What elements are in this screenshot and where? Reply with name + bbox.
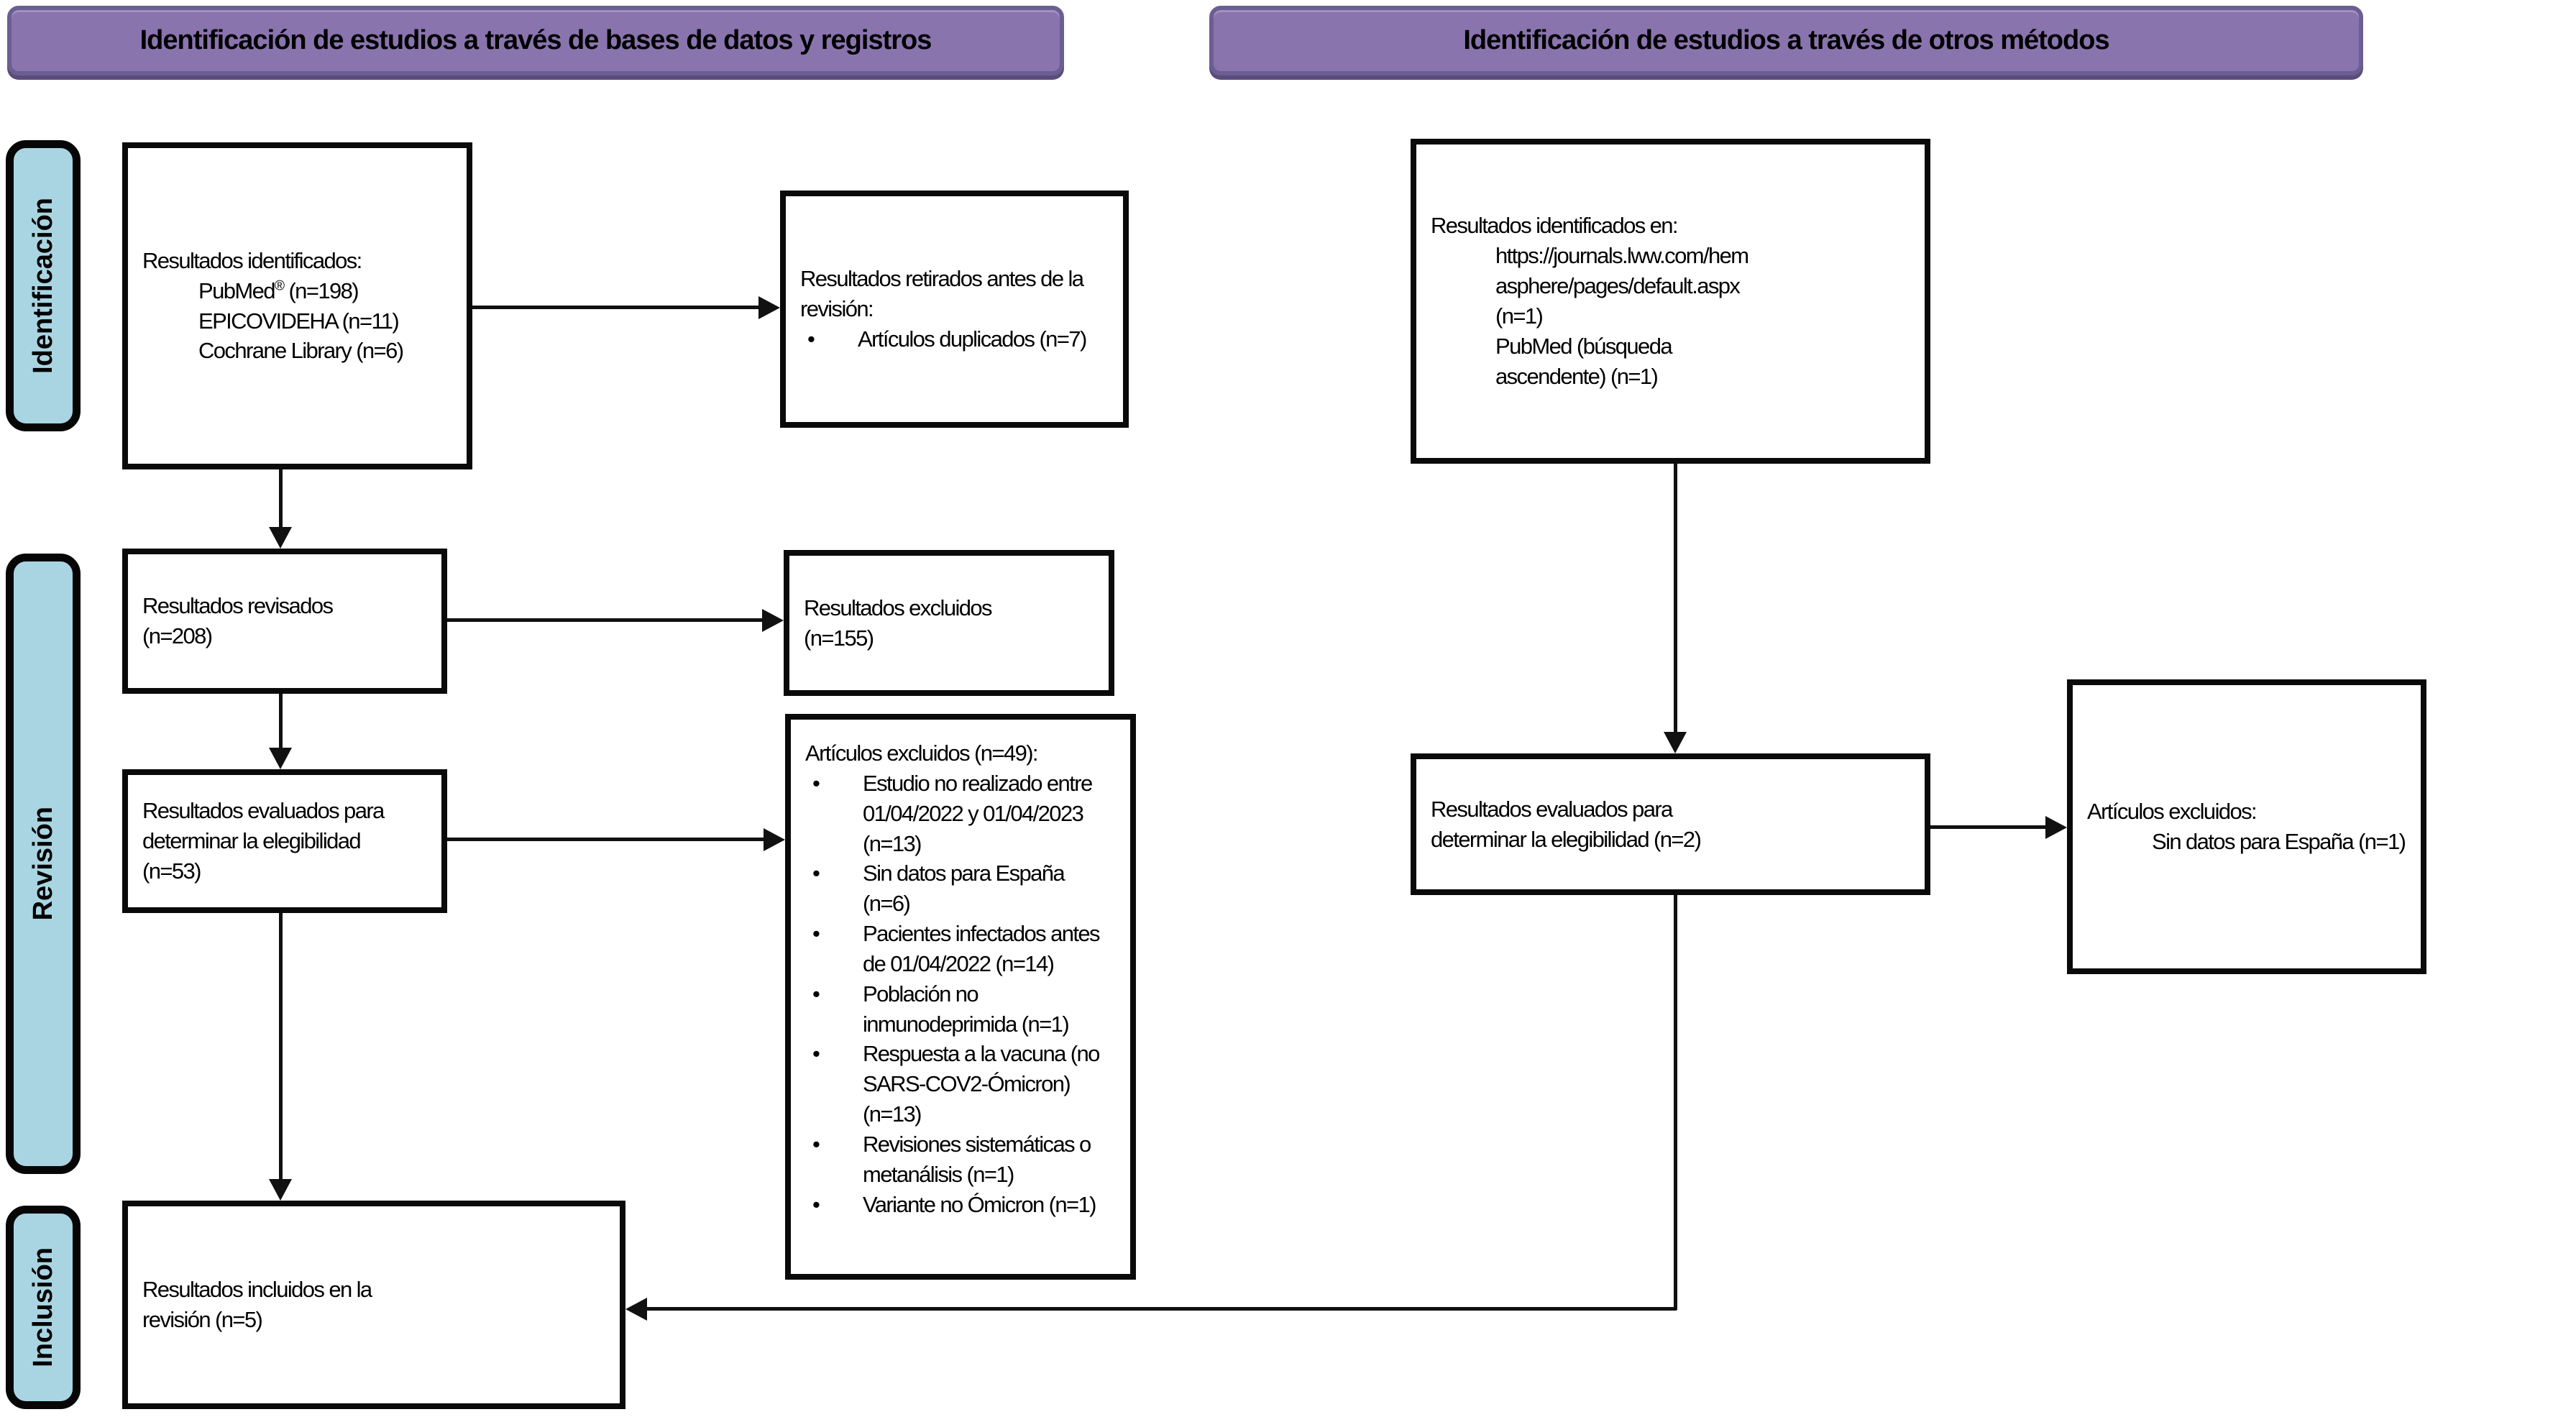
bullet-marker: •	[812, 981, 820, 1006]
arrow-other-assessed-to-excluded-line	[1930, 825, 2045, 829]
arrow-assessed-to-included-head	[269, 1179, 292, 1201]
arrow-other-assessed-to-included-head	[625, 1298, 647, 1321]
box-identified-databases-epicovideha: EPICOVIDEHA (n=11)	[198, 308, 400, 334]
pubmed-label: PubMed	[198, 278, 275, 303]
stage-inclusion: Inclusión	[6, 1206, 81, 1409]
arrow-other-assessed-to-included-vertical	[1674, 895, 1677, 1310]
box-identified-databases: Resultados identificados: PubMed® (n=198…	[122, 142, 472, 469]
box-assessed-other: Resultados evaluados para determinar la …	[1411, 753, 1930, 895]
excluded-reason-row: • Pacientes infectados antes de 01/04/20…	[805, 919, 1116, 979]
arrow-identified-to-removed-line	[472, 306, 758, 309]
box-assessed-other-line1: Resultados evaluados para	[1431, 796, 1673, 822]
box-removed-item-text: Artículos duplicados (n=7)	[858, 326, 1087, 352]
box-included: Resultados incluidos en la revisión (n=5…	[122, 1201, 625, 1409]
arrow-screened-to-excluded-line	[447, 618, 762, 622]
box-screened: Resultados revisados (n=208)	[122, 549, 447, 694]
pubmed-count: (n=198)	[283, 278, 359, 303]
arrow-screened-to-assessed-line	[279, 694, 283, 749]
bullet-marker: •	[812, 1041, 820, 1067]
box-included-line1: Resultados incluidos en la	[142, 1277, 372, 1303]
box-identified-databases-pubmed: PubMed® (n=198)	[142, 276, 452, 306]
arrow-identified-to-screened-line	[279, 469, 283, 528]
bullet-marker: •	[812, 861, 820, 886]
excluded-reason-text: Revisiones sistemáticas o metanálisis (n…	[863, 1131, 1091, 1187]
arrow-identified-to-removed-head	[758, 296, 780, 319]
box-identified-other-title: Resultados identificados en:	[1431, 213, 1679, 239]
box-excluded-other-title: Artículos excluidos:	[2087, 799, 2258, 825]
arrow-other-identified-to-assessed-head	[1664, 732, 1687, 753]
box-excluded-screening-line1: Resultados excluidos	[804, 595, 993, 620]
box-identified-other: Resultados identificados en: https://jou…	[1411, 139, 1930, 464]
excluded-reason-row: • Variante no Ómicron (n=1)	[805, 1190, 1116, 1220]
box-assessed-databases-line2: determinar la elegibilidad	[142, 828, 362, 854]
arrow-assessed-to-included-line	[279, 913, 283, 1180]
excluded-reason-text: Sin datos para España (n=6)	[863, 861, 1065, 917]
box-included-line2: revisión (n=5)	[142, 1307, 263, 1332]
box-screened-count: (n=208)	[142, 623, 213, 648]
excluded-reason-row: • Respuesta a la vacuna (no SARS-COV2-Óm…	[805, 1039, 1116, 1129]
box-assessed-databases-line1: Resultados evaluados para	[142, 798, 385, 824]
excluded-reason-text: Estudio no realizado entre 01/04/2022 y …	[863, 770, 1093, 856]
excluded-reason-text: Población no inmunodeprimida (n=1)	[863, 981, 1070, 1037]
box-removed-title-line1: Resultados retirados antes de la	[800, 266, 1084, 292]
banner-databases-label: Identificación de estudios a través de b…	[139, 25, 932, 55]
box-removed-item: • Artículos duplicados (n=7)	[800, 324, 1109, 354]
box-identified-other-url-line1: https://journals.lww.com/hem	[1495, 243, 1749, 269]
box-identified-other-url-line2: asphere/pages/default.aspx	[1495, 273, 1741, 299]
box-screened-line1: Resultados revisados	[142, 593, 334, 619]
box-excluded-screening-count: (n=155)	[804, 625, 874, 651]
excluded-reason-text: Respuesta a la vacuna (no SARS-COV2-Ómic…	[863, 1041, 1100, 1127]
box-identified-databases-cochrane: Cochrane Library (n=6)	[198, 338, 404, 364]
registered-mark: ®	[274, 278, 285, 294]
excluded-reason-row: • Revisiones sistemáticas o metanálisis …	[805, 1129, 1116, 1190]
box-assessed-other-line2: determinar la elegibilidad (n=2)	[1431, 826, 1702, 852]
box-excluded-articles-title: Artículos excluidos (n=49):	[805, 740, 1039, 766]
box-excluded-other-detail: Sin datos para España (n=1)	[2152, 829, 2406, 854]
bullet-marker: •	[812, 1131, 820, 1157]
stage-screening-label: Revisión	[27, 807, 58, 921]
excluded-reason-text: Pacientes infectados antes de 01/04/2022…	[863, 921, 1101, 976]
arrow-assessed-to-reasons-line	[447, 838, 764, 841]
box-excluded-screening: Resultados excluidos (n=155)	[784, 550, 1114, 696]
arrow-other-assessed-to-included-horizontal	[647, 1307, 1677, 1311]
arrow-assessed-to-reasons-head	[764, 828, 785, 851]
bullet-marker: •	[812, 1191, 820, 1217]
stage-inclusion-label: Inclusión	[27, 1247, 58, 1367]
arrow-screened-to-assessed-head	[269, 748, 292, 769]
bullet-marker: •	[812, 921, 820, 947]
excluded-reason-row: • Población no inmunodeprimida (n=1)	[805, 979, 1116, 1040]
box-assessed-databases: Resultados evaluados para determinar la …	[122, 769, 447, 913]
box-identified-other-pubmed-line2: ascendente) (n=1)	[1495, 363, 1659, 389]
arrow-screened-to-excluded-head	[762, 609, 784, 632]
stage-identification-label: Identificación	[27, 198, 58, 374]
bullet-marker: •	[807, 326, 815, 352]
arrow-identified-to-screened-head	[269, 527, 292, 549]
excluded-reason-row: • Sin datos para España (n=6)	[805, 858, 1116, 919]
box-removed-before-screening: Resultados retirados antes de la revisió…	[780, 191, 1129, 428]
banner-other-methods-label: Identificación de estudios a través de o…	[1463, 25, 2109, 55]
box-identified-databases-title: Resultados identificados:	[142, 247, 362, 273]
banner-other-methods: Identificación de estudios a través de o…	[1209, 6, 2363, 75]
box-excluded-other: Artículos excluidos: Sin datos para Espa…	[2067, 679, 2426, 974]
excluded-reason-text: Variante no Ómicron (n=1)	[863, 1191, 1096, 1217]
box-removed-title-line2: revisión:	[800, 296, 874, 322]
box-identified-other-url-count: (n=1)	[1495, 303, 1544, 329]
arrow-other-assessed-to-excluded-head	[2045, 816, 2067, 839]
box-identified-other-pubmed-line1: PubMed (búsqueda	[1495, 333, 1673, 359]
box-assessed-databases-count: (n=53)	[142, 858, 201, 884]
stage-identification: Identificación	[6, 140, 81, 431]
arrow-other-identified-to-assessed-line	[1674, 464, 1677, 732]
banner-databases-registers: Identificación de estudios a través de b…	[7, 6, 1064, 75]
excluded-reason-row: • Estudio no realizado entre 01/04/2022 …	[805, 769, 1116, 859]
bullet-marker: •	[812, 770, 820, 796]
stage-screening: Revisión	[6, 554, 81, 1174]
box-excluded-articles: Artículos excluidos (n=49): • Estudio no…	[785, 714, 1136, 1280]
